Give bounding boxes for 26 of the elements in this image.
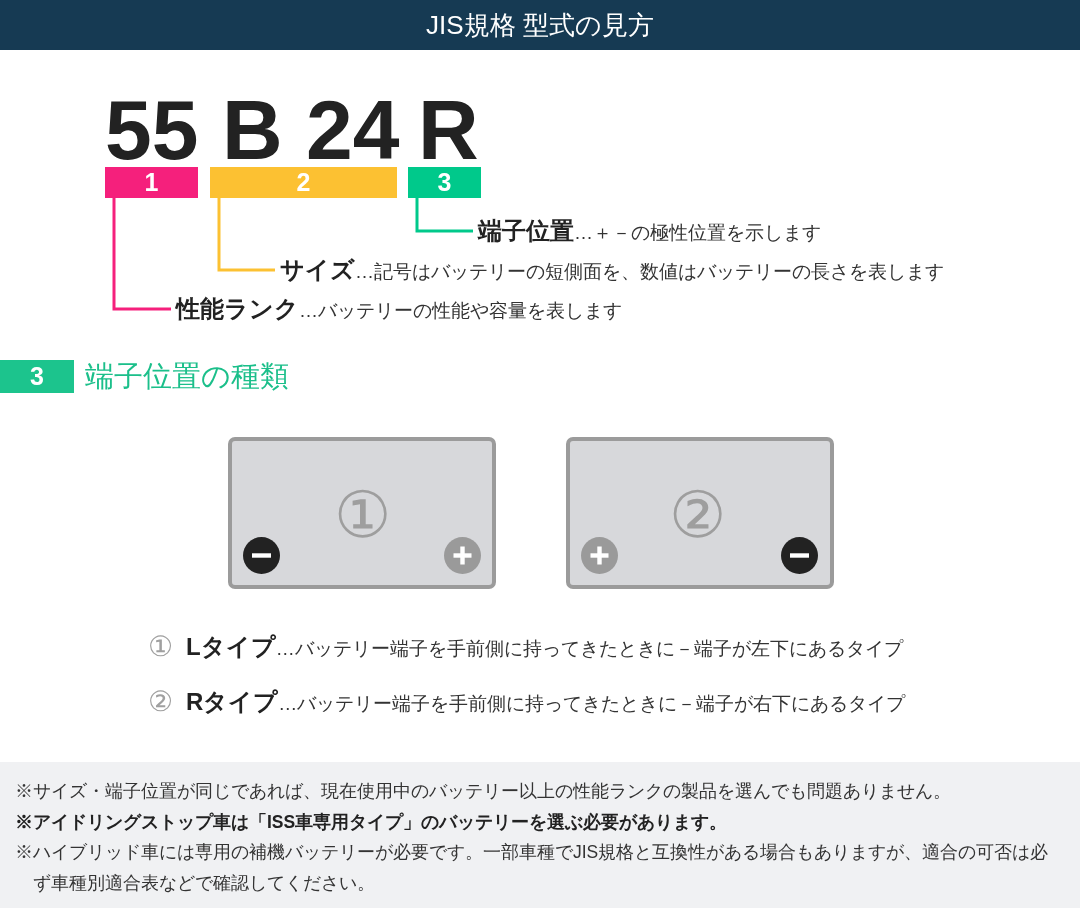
number-bar: 3 xyxy=(408,167,481,198)
number-bar: 2 xyxy=(210,167,397,198)
circled-number: ② xyxy=(668,483,726,547)
description-text: サイズ…記号はバッテリーの短側面を、数値はバッテリーの長さを表します xyxy=(280,253,944,287)
circled-number: ② xyxy=(148,685,173,719)
description-text: Lタイプ…バッテリー端子を手前側に持ってきたときに－端子が左下にあるタイプ xyxy=(186,632,903,662)
circled-number: ① xyxy=(148,630,173,664)
description-text: 性能ランク…バッテリーの性能や容量を表します xyxy=(176,292,622,326)
code-text: 55 xyxy=(105,97,199,165)
number-bar: 1 xyxy=(105,167,198,198)
note-text: ※アイドリングストップ車は「ISS車専用タイプ」のバッテリーを選ぶ必要があります。 xyxy=(15,810,728,834)
leader-line xyxy=(415,198,473,233)
description-text: Rタイプ…バッテリー端子を手前側に持ってきたときに－端子が右下にあるタイプ xyxy=(186,687,906,717)
number-badge: 3 xyxy=(0,360,74,393)
circled-number: ① xyxy=(333,483,391,547)
description-text: 端子位置…＋－の極性位置を示します xyxy=(478,214,821,248)
battery-box xyxy=(228,437,496,589)
battery-box xyxy=(566,437,834,589)
title-banner: JIS規格 型式の見方 xyxy=(0,0,1080,50)
code-text: R xyxy=(418,97,479,165)
note-text: ※サイズ・端子位置が同じであれば、現在使用中のバッテリー以上の性能ランクの製品を選んでも問題ありません。 xyxy=(15,780,951,803)
section-heading: 端子位置の種類 xyxy=(85,360,289,393)
note-text: ※ハイブリッド車には専用の補機バッテリーが必要です。一部車種でJIS規格と互換性がある場合もありますが、適合の可否は必ず車種別適合表などで確認してください。 xyxy=(15,841,1050,895)
code-text: B 24 xyxy=(222,97,400,165)
leader-line xyxy=(217,198,275,272)
leader-line xyxy=(112,198,171,311)
